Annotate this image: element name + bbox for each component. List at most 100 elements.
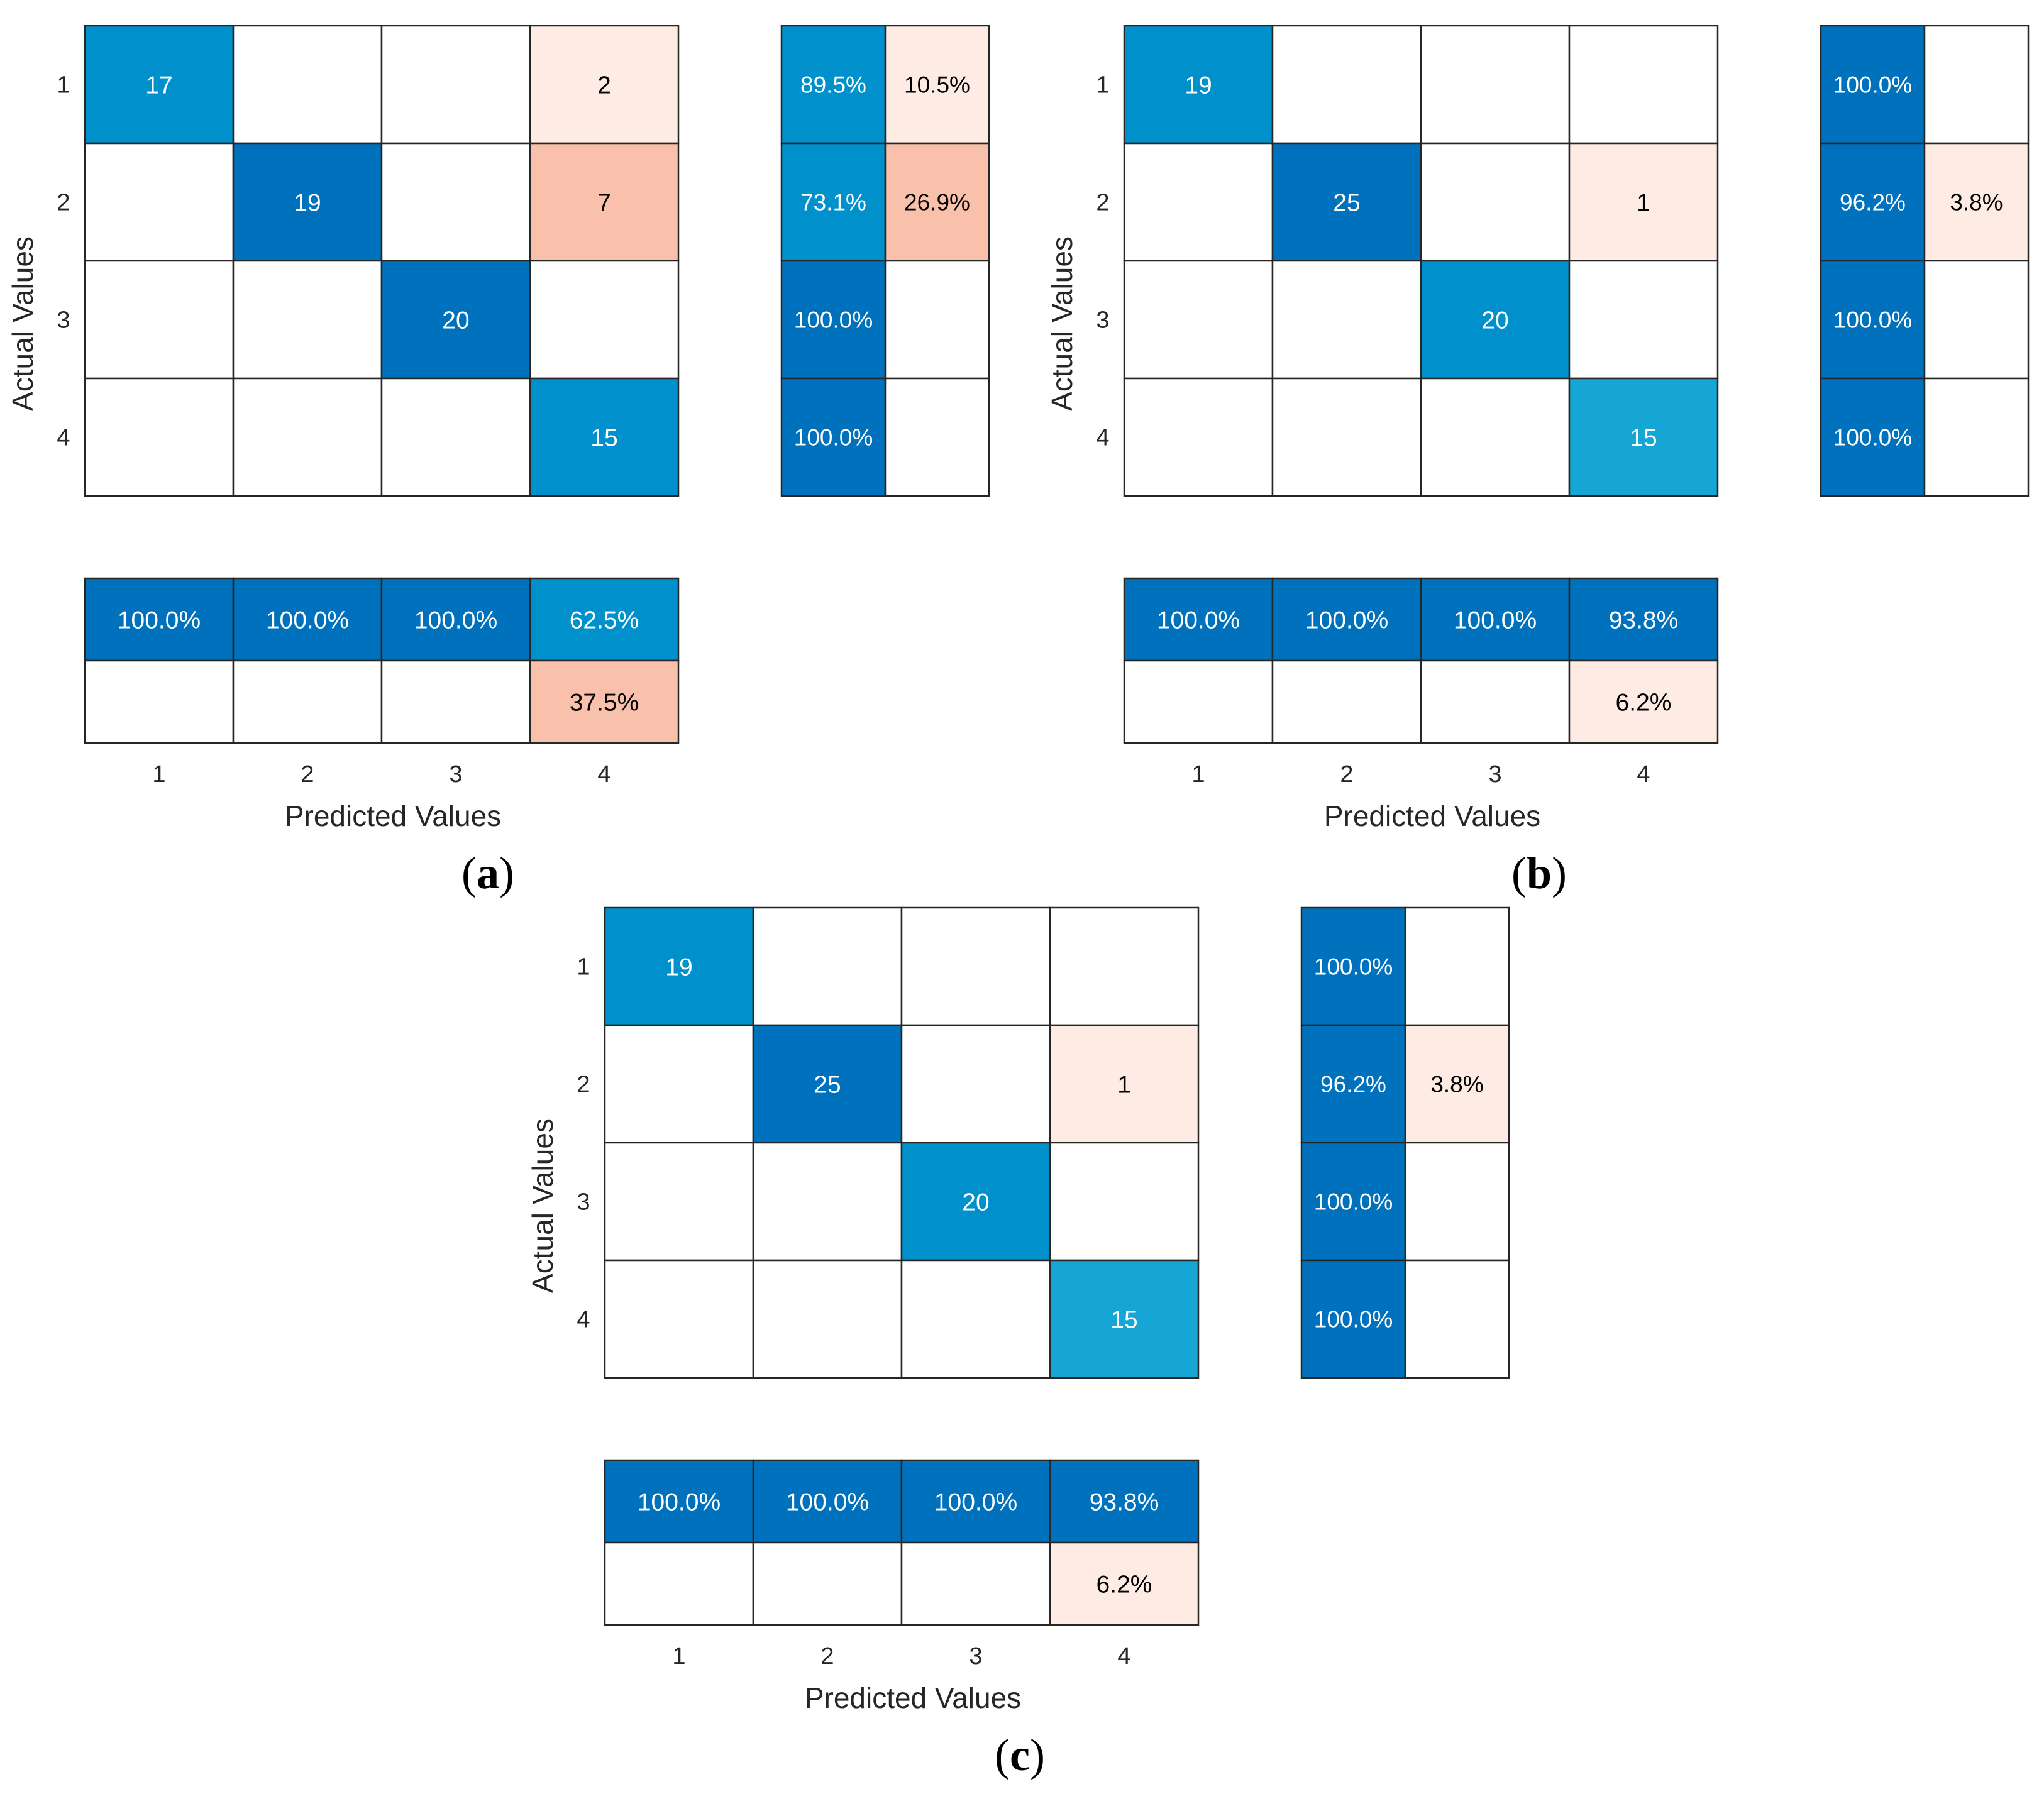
col-summary-value: 100.0% — [1454, 607, 1537, 634]
row-summary-value: 100.0% — [1314, 954, 1393, 980]
row-summary-cell — [1404, 1024, 1510, 1144]
row-tick-label: 1 — [1096, 72, 1109, 99]
row-summary-value: 100.0% — [794, 307, 873, 333]
col-tick-label: 3 — [969, 1643, 982, 1670]
col-summary-value: 93.8% — [1090, 1489, 1159, 1516]
col-tick-label: 4 — [1637, 761, 1650, 788]
row-summary-cell — [1923, 377, 2030, 497]
row-summary-cell — [884, 25, 990, 145]
matrix-cell — [900, 1024, 1051, 1144]
row-summary-value: 10.5% — [904, 72, 970, 98]
col-summary-cell — [232, 577, 383, 662]
matrix-cell — [380, 260, 531, 380]
row-summary-cell — [1300, 906, 1406, 1026]
matrix-cell — [900, 1259, 1051, 1379]
matrix-cell — [380, 142, 531, 262]
col-summary-value: 100.0% — [638, 1489, 721, 1516]
row-summary-cell — [884, 142, 990, 262]
col-summary-cell — [1420, 659, 1571, 744]
col-summary-cell — [1049, 1459, 1200, 1544]
matrix-cell-value: 15 — [1630, 425, 1657, 452]
matrix-cell — [1568, 260, 1719, 380]
matrix-cell-value: 20 — [442, 307, 469, 334]
matrix-cell — [1123, 25, 1274, 145]
col-tick-label: 2 — [820, 1643, 834, 1670]
col-summary-value: 62.5% — [570, 607, 639, 634]
matrix-cell — [84, 142, 235, 262]
matrix-cell — [752, 1142, 903, 1262]
matrix-cell — [232, 377, 383, 497]
matrix-cell — [380, 25, 531, 145]
row-summary-value: 96.2% — [1840, 190, 1906, 216]
x-axis-label: Predicted Values — [285, 800, 501, 832]
matrix-cell — [232, 142, 383, 262]
row-summary-value: 100.0% — [794, 425, 873, 451]
row-tick-label: 1 — [57, 72, 70, 99]
matrix-cell — [529, 377, 680, 497]
col-summary-cell — [1271, 577, 1422, 662]
row-summary-value: 100.0% — [1833, 307, 1913, 333]
col-summary-value: 100.0% — [1305, 607, 1388, 634]
col-summary-cell — [529, 659, 680, 744]
col-summary-cell — [1123, 577, 1274, 662]
row-tick-label: 2 — [577, 1072, 590, 1098]
col-tick-label: 1 — [672, 1643, 685, 1670]
row-tick-label: 2 — [57, 190, 70, 216]
row-summary-cell — [1923, 25, 2030, 145]
matrix-cell — [1123, 142, 1274, 262]
col-summary-value: 100.0% — [1157, 607, 1240, 634]
matrix-cell-value: 2 — [597, 72, 611, 99]
row-summary-cell — [1923, 260, 2030, 380]
x-axis-label: Predicted Values — [1324, 800, 1540, 832]
row-summary-value: 100.0% — [1833, 72, 1913, 98]
row-tick-label: 3 — [577, 1189, 590, 1216]
col-summary-value: 100.0% — [934, 1489, 1017, 1516]
col-summary-value: 100.0% — [414, 607, 497, 634]
col-tick-label: 2 — [1340, 761, 1353, 788]
matrix-cell — [1271, 377, 1422, 497]
col-summary-cell — [529, 577, 680, 662]
col-tick-label: 1 — [1191, 761, 1205, 788]
row-summary-value: 3.8% — [1430, 1072, 1483, 1098]
matrix-cell-value: 19 — [665, 954, 692, 981]
matrix-cell-value: 1 — [1117, 1072, 1131, 1099]
matrix-cell-value: 17 — [145, 72, 172, 99]
matrix-cell — [604, 1024, 754, 1144]
matrix-cell — [84, 260, 235, 380]
matrix-cell — [1568, 377, 1719, 497]
col-summary-cell — [752, 1541, 903, 1626]
col-summary-value: 93.8% — [1609, 607, 1679, 634]
y-axis-label: Actual Values — [6, 236, 39, 411]
matrix-cell — [1568, 25, 1719, 145]
row-summary-cell — [884, 377, 990, 497]
col-tick-label: 3 — [1488, 761, 1501, 788]
matrix-cell-value: 15 — [590, 425, 617, 452]
col-summary-cell — [900, 1459, 1051, 1544]
matrix-cell — [84, 25, 235, 145]
y-axis-label: Actual Values — [1046, 236, 1078, 411]
col-summary-cell — [232, 659, 383, 744]
matrix-cell — [900, 906, 1051, 1026]
matrix-cell — [1420, 377, 1571, 497]
row-summary-value: 26.9% — [904, 190, 970, 216]
col-summary-cell — [380, 659, 531, 744]
x-axis-label: Predicted Values — [805, 1681, 1021, 1714]
panel-caption: (b) — [1511, 848, 1567, 898]
matrix-cell — [1123, 260, 1274, 380]
row-tick-label: 1 — [577, 954, 590, 981]
col-summary-cell — [1123, 659, 1274, 744]
col-summary-cell — [604, 1459, 754, 1544]
row-summary-value: 100.0% — [1314, 1307, 1393, 1333]
matrix-cell — [1049, 906, 1200, 1026]
col-summary-value: 6.2% — [1616, 690, 1672, 717]
matrix-cell — [1271, 260, 1422, 380]
matrix-cell — [1049, 1259, 1200, 1379]
col-tick-label: 2 — [301, 761, 314, 788]
col-summary-value: 100.0% — [266, 607, 349, 634]
col-summary-value: 100.0% — [786, 1489, 869, 1516]
matrix-cell — [232, 25, 383, 145]
col-summary-cell — [1568, 659, 1719, 744]
